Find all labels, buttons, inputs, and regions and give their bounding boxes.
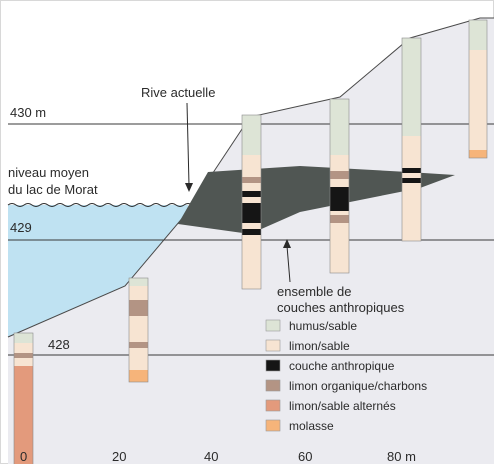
core-4-layer-9 [330, 243, 349, 273]
core-5-layer-3 [402, 158, 421, 168]
core-3-layer-3 [242, 177, 261, 183]
core-3-layer-12 [242, 267, 261, 289]
core-3-layer-4 [242, 183, 261, 191]
core-5-layer-8 [402, 201, 421, 241]
core-3-layer-7 [242, 203, 261, 223]
core-3-layer-6 [242, 197, 261, 203]
core-3-layer-5 [242, 191, 261, 197]
core-4-layer-6 [330, 211, 349, 215]
legend-swatch-3 [265, 359, 281, 372]
core-3-layer-2 [242, 155, 261, 177]
core-2-outline [128, 277, 149, 383]
core-6-layer-1 [469, 20, 487, 50]
core-4-layer-8 [330, 223, 349, 243]
core-4-outline [329, 98, 350, 274]
legend-label-6: molasse [289, 419, 334, 433]
core-4-layer-3 [330, 171, 349, 179]
core-4-layer-7 [330, 215, 349, 223]
legend-swatch-6 [265, 419, 281, 432]
rive-arrow-shaft [186, 102, 190, 186]
rive-actuelle-label: Rive actuelle [141, 85, 215, 100]
core-2-layer-7 [129, 370, 148, 382]
anthropic-label-line2: couches anthropiques [277, 300, 405, 315]
x-label-40: 40 [204, 449, 218, 464]
core-2-layer-3 [129, 300, 148, 316]
legend-label-1: humus/sable [289, 319, 357, 333]
x-label-0: 0 [20, 449, 27, 464]
lake-level-label-line2: du lac de Morat [8, 182, 98, 197]
anthropic-label-line1: ensemble de [277, 284, 351, 299]
core-columns [13, 19, 488, 469]
lake-level-label-line1: niveau moyen [8, 165, 89, 180]
elevation-label-428: 428 [48, 337, 70, 352]
anthropic-arrow-shaft [286, 245, 291, 283]
core-4-layer-5 [330, 187, 349, 211]
core-5-outline [401, 37, 422, 242]
core-1-layer-5 [14, 366, 33, 469]
core-3-layer-11 [242, 255, 261, 267]
legend-swatch-5 [265, 399, 281, 412]
x-label-80: 80 m [387, 449, 416, 464]
core-1-layer-4 [14, 358, 33, 366]
core-1-layer-1 [14, 333, 33, 343]
core-3-layer-10 [242, 235, 261, 255]
legend-label-5: limon/sable alternés [289, 399, 396, 413]
legend-swatch-1 [265, 319, 281, 332]
elevation-label-429: 429 [10, 220, 32, 235]
anthropic-arrow-head [283, 239, 291, 248]
legend: humus/sable limon/sable couche anthropique… [265, 319, 427, 433]
legend-swatch-4 [265, 379, 281, 392]
legend-label-4: limon organique/charbons [289, 379, 427, 393]
x-label-20: 20 [112, 449, 126, 464]
core-5-layer-1 [402, 38, 421, 136]
core-2-layer-1 [129, 278, 148, 286]
ground-surface-line [7, 17, 494, 338]
core-2-layer-5 [129, 342, 148, 348]
core-2-layer-2 [129, 286, 148, 300]
core-2-layer-4 [129, 316, 148, 342]
water-surface-wave [7, 203, 193, 207]
core-1-layer-2 [14, 343, 33, 353]
core-3-layer-8 [242, 223, 261, 229]
x-label-60: 60 [298, 449, 312, 464]
core-5-layer-5 [402, 173, 421, 178]
core-3-layer-1 [242, 115, 261, 155]
core-4-layer-1 [330, 99, 349, 155]
core-5-layer-6 [402, 178, 421, 183]
core-3-layer-9 [242, 229, 261, 235]
core-6-layer-3 [469, 150, 487, 158]
elevation-label-430: 430 m [10, 105, 46, 120]
core-2-layer-6 [129, 348, 148, 370]
core-5-layer-4 [402, 168, 421, 173]
legend-label-3: couche anthropique [289, 359, 395, 373]
core-6-layer-2 [469, 50, 487, 150]
rive-arrow-head [185, 183, 193, 192]
core-5-layer-2 [402, 136, 421, 158]
core-3-outline [241, 114, 262, 290]
core-4-layer-4 [330, 179, 349, 187]
legend-label-2: limon/sable [289, 339, 350, 353]
core-1-layer-3 [14, 353, 33, 358]
core-1-outline [13, 332, 34, 469]
core-5-layer-7 [402, 183, 421, 201]
core-4-layer-2 [330, 155, 349, 171]
legend-swatch-2 [265, 339, 281, 352]
core-6-outline [468, 19, 488, 159]
